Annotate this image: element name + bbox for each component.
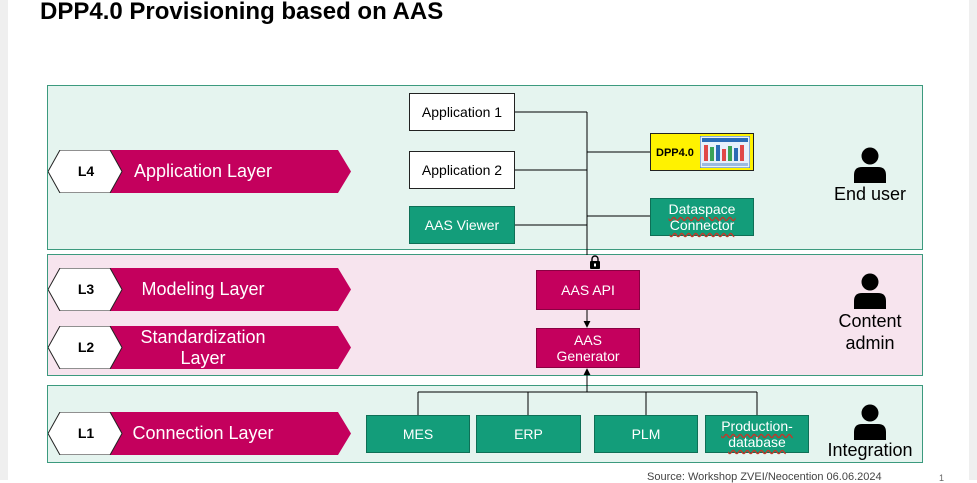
erp-box: ERP [476, 415, 581, 453]
page-number: 1 [939, 473, 945, 483]
dpp-label: DPP4.0 [656, 147, 694, 159]
source-footer: Source: Workshop ZVEI/Neocention 06.06.2… [647, 471, 882, 483]
layer-code: L3 [77, 281, 95, 297]
aas-api-box: AAS API [536, 270, 640, 310]
layer-name: Modeling Layer [141, 279, 265, 299]
layer-l2: L2 Standardization Layer [48, 326, 351, 369]
layer-shape [48, 150, 351, 193]
layer-name: Standardization Layer [140, 326, 266, 368]
aas-viewer-box: AAS Viewer [409, 206, 515, 244]
layer-l3: L3 Modeling Layer [48, 268, 351, 311]
dataspace-connector-box: Dataspace Connector [650, 198, 754, 236]
layer-code: L1 [77, 425, 95, 441]
production-database-box: Production-database [705, 415, 809, 453]
production-database-label: Production-database [721, 418, 793, 450]
application-1-box: Application 1 [409, 93, 515, 131]
person-icon [854, 273, 886, 309]
person-icon [854, 404, 886, 440]
mes-box: MES [366, 415, 470, 453]
end-user-label: End user [833, 184, 907, 204]
application-2-box: Application 2 [409, 151, 515, 189]
layer-l4: L4 Application Layer [48, 150, 351, 193]
content-admin-label: Content admin [838, 311, 902, 353]
layer-code: L2 [77, 339, 95, 355]
person-icon [854, 147, 886, 183]
layer-shape [48, 326, 351, 369]
aas-generator-box: AAS Generator [536, 328, 640, 368]
layer-name: Connection Layer [132, 423, 274, 443]
layer-shape [48, 412, 351, 455]
layer-l1: L1 Connection Layer [48, 412, 351, 455]
layer-shape [48, 268, 351, 311]
layer-name: Application Layer [133, 161, 273, 181]
lock-icon [590, 255, 600, 269]
slide-right-edge [969, 0, 977, 480]
dpp-badge: DPP4.0 [650, 133, 754, 171]
slide-left-edge [0, 0, 8, 480]
dpp-passport-icon [700, 136, 750, 168]
dataspace-connector-label: Dataspace Connector [668, 201, 736, 233]
layer-code: L4 [77, 163, 95, 179]
slide-title: DPP4.0 Provisioning based on AAS [40, 0, 444, 25]
integration-label: Integration [827, 440, 913, 460]
plm-box: PLM [594, 415, 698, 453]
